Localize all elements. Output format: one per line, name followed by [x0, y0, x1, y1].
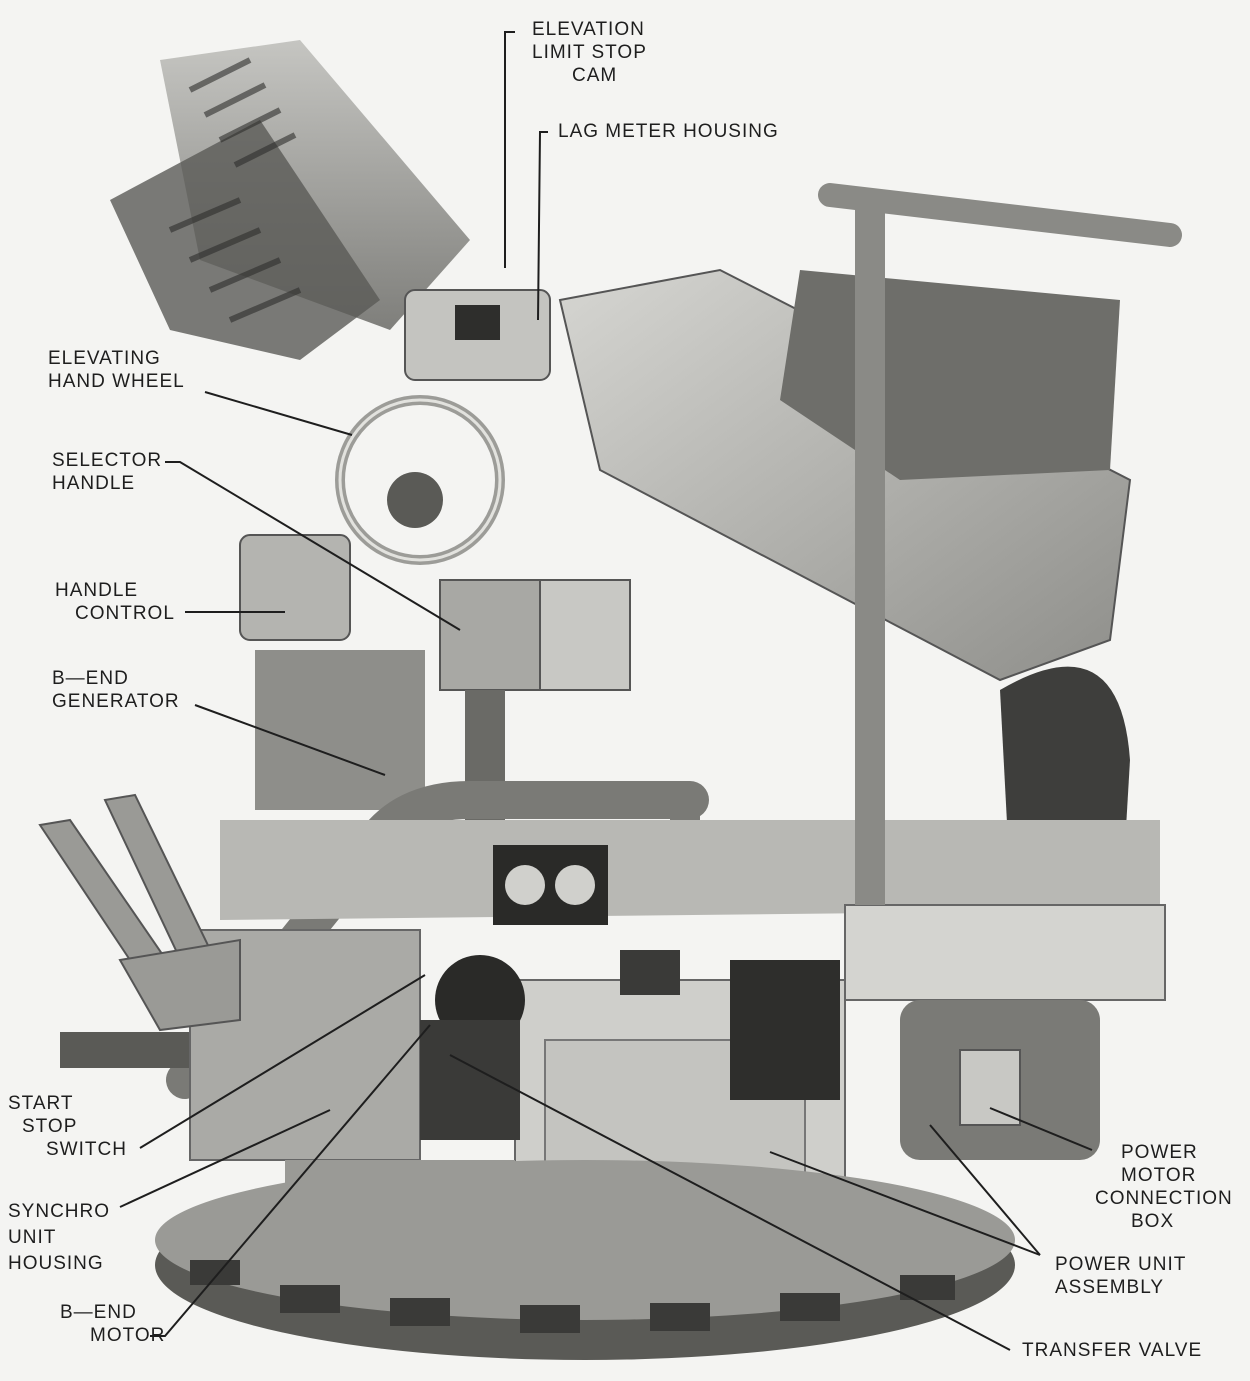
- label-line: SYNCHRO: [8, 1201, 111, 1222]
- label-line: B—END: [52, 668, 129, 689]
- leader-power-unit-assembly-1: [769, 1151, 1041, 1256]
- side-rail: [844, 904, 1166, 1001]
- gun-slide: [558, 268, 1132, 682]
- label-line: MOTOR: [90, 1325, 166, 1346]
- leader-elevation-limit-stop-cam: [504, 31, 515, 268]
- label-line: ASSEMBLY: [1055, 1277, 1165, 1298]
- leader-b-end-generator: [194, 704, 386, 776]
- label-line: CAM: [572, 65, 618, 86]
- label-line: HAND WHEEL: [48, 371, 185, 392]
- gun-barrels: [110, 40, 470, 360]
- label-line: POWER UNIT: [1055, 1254, 1187, 1275]
- label-line: SELECTOR: [52, 450, 163, 471]
- leader-lag-meter-housing: [537, 131, 548, 321]
- label-line: HANDLE: [55, 580, 139, 601]
- label-line: START: [8, 1093, 74, 1114]
- leader-selector-handle: [165, 461, 461, 631]
- label-line: SWITCH: [46, 1139, 127, 1160]
- label-line: GENERATOR: [52, 691, 180, 712]
- label-line: LIMIT STOP: [532, 42, 647, 63]
- label-line: B—END: [60, 1302, 137, 1323]
- label-line: CONNECTION: [1095, 1188, 1233, 1209]
- label-line: ELEVATING: [48, 348, 161, 369]
- label-line: ELEVATION: [532, 19, 645, 40]
- leader-start-stop-switch: [139, 974, 426, 1149]
- label-line: HANDLE: [52, 473, 136, 494]
- leader-elevating-hand-wheel: [204, 391, 353, 436]
- label-line: CONTROL: [75, 603, 175, 624]
- label-line: MOTOR: [1121, 1165, 1197, 1186]
- label-line: UNIT: [8, 1227, 57, 1248]
- leader-power-motor-connection-box: [989, 1107, 1093, 1151]
- connection-box: [959, 1049, 1021, 1126]
- label-line: BOX: [1131, 1211, 1175, 1232]
- leader-transfer-valve: [449, 1054, 1011, 1351]
- leader-power-unit-assembly-2: [929, 1124, 1041, 1256]
- label-line: TRANSFER VALVE: [1022, 1340, 1203, 1361]
- label-line: STOP: [22, 1116, 78, 1137]
- leader-synchro-unit-housing: [119, 1109, 331, 1208]
- label-line: POWER: [1121, 1142, 1198, 1163]
- label-line: HOUSING: [8, 1253, 104, 1274]
- leader-b-end-motor: [150, 1024, 431, 1337]
- leader-lines: [119, 31, 1093, 1351]
- carriage-deck: [220, 820, 1160, 920]
- label-line: LAG METER HOUSING: [558, 121, 779, 142]
- label-lag-meter-housing: LAG METER HOUSING: [558, 120, 779, 143]
- label-synchro-unit-housing: SYNCHRO UNIT HOUSING: [8, 1199, 110, 1277]
- label-transfer-valve: TRANSFER VALVE: [1022, 1339, 1202, 1362]
